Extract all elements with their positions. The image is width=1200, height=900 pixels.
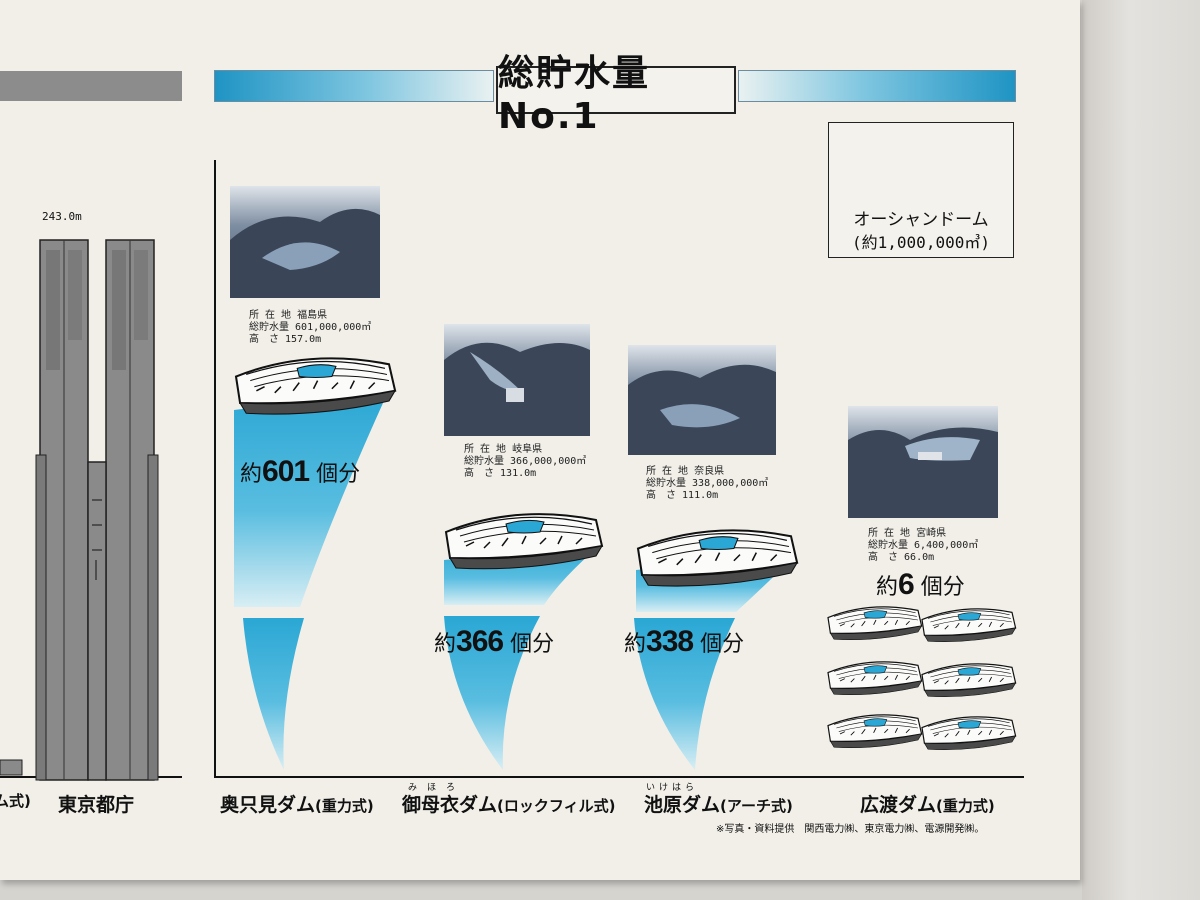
dam-volume: 601,000,000㎥ [295, 322, 372, 333]
photo-miboro [444, 324, 590, 436]
dam-type: (重力式) [936, 797, 995, 815]
dam-volume: 366,000,000㎥ [510, 456, 587, 467]
count-suffix: 個分 [700, 632, 745, 657]
dam-height: 66.0m [904, 552, 935, 563]
photo-credit: ※写真・資料提供 関西電力㈱、東京電力㈱、電源開発㈱。 [716, 824, 985, 835]
info-label-height: 高 さ [868, 552, 898, 563]
tower-height-label: 243.0m [42, 210, 82, 223]
dam-type: (重力式) [315, 797, 374, 815]
photo-hirodo [848, 406, 998, 518]
stadium-dome-ikehara [636, 529, 799, 588]
stadium-dome-grid-hirodo [827, 606, 1017, 751]
dam-location: 奈良県 [694, 466, 725, 477]
count-suffix: 個分 [510, 632, 555, 657]
count-suffix: 個分 [920, 575, 965, 600]
dam-info-ikehara: 所 在 地 奈良県 総貯水量 338,000,000㎥ 高 さ 111.0m [646, 466, 768, 502]
tower-name: 東京都庁 [58, 794, 135, 816]
info-label-location: 所 在 地 [464, 444, 507, 455]
dam-name: 御母衣ダム [402, 794, 498, 816]
water-volume-shape-okutadami [234, 392, 388, 770]
dam-name: 奥只見ダム [220, 794, 316, 816]
dam-name: 広渡ダム [860, 794, 937, 816]
dam-type: (ロックフィル式) [497, 797, 616, 815]
dam-name-hirodo: 広渡ダム(重力式) [860, 790, 995, 817]
ocean-dome-capacity: (約1,000,000㎥) [852, 233, 990, 252]
info-label-height: 高 さ [646, 490, 676, 501]
count-number: 601 [262, 455, 310, 488]
dam-name: 池原ダム [644, 794, 721, 816]
dam-height: 131.0m [500, 468, 537, 479]
count-prefix: 約 [876, 575, 899, 600]
background-wall [1082, 0, 1200, 900]
dam-name-ikehara: 池原ダム(アーチ式) [644, 790, 793, 817]
info-label-volume: 総貯水量 [464, 456, 504, 467]
dam-height: 111.0m [682, 490, 719, 501]
dam-location: 宮崎県 [916, 528, 947, 539]
count-prefix: 約 [240, 462, 263, 487]
page-title: 総貯水量No.1 [496, 53, 736, 137]
count-prefix: 約 [434, 632, 457, 657]
dam-count-hirodo: 約6 個分 [876, 568, 965, 602]
dam-ruby-ikehara: いけはら [646, 783, 699, 793]
count-prefix: 約 [624, 632, 647, 657]
header-band-gray [0, 71, 182, 101]
info-label-volume: 総貯水量 [249, 322, 289, 333]
dam-info-hirodo: 所 在 地 宮崎県 総貯水量 6,400,000㎥ 高 さ 66.0m [868, 528, 978, 564]
info-label-height: 高 さ [464, 468, 494, 479]
photo-okutadami [230, 186, 380, 298]
prev-item-label-fragment: ム式) [0, 792, 31, 810]
dam-count-okutadami: 約601 個分 [240, 455, 360, 489]
water-volume-shape-ikehara [634, 555, 796, 770]
dam-volume: 338,000,000㎥ [692, 478, 769, 489]
info-label-volume: 総貯水量 [646, 478, 686, 489]
dam-name-miboro: 御母衣ダム(ロックフィル式) [402, 790, 615, 817]
dam-location: 岐阜県 [512, 444, 543, 455]
dam-ruby-miboro: みほろ [408, 783, 466, 793]
info-label-volume: 総貯水量 [868, 540, 908, 551]
info-label-height: 高 さ [249, 334, 279, 345]
dam-height: 157.0m [285, 334, 322, 345]
count-number: 6 [898, 568, 915, 601]
info-label-location: 所 在 地 [868, 528, 911, 539]
dam-count-miboro: 約366 個分 [434, 625, 554, 659]
header-band-right [738, 70, 1016, 102]
photo-ikehara [628, 345, 776, 455]
dam-name-okutadami: 奥只見ダム(重力式) [220, 790, 374, 817]
dam-info-miboro: 所 在 地 岐阜県 総貯水量 366,000,000㎥ 高 さ 131.0m [464, 444, 586, 480]
dam-volume: 6,400,000㎥ [914, 540, 979, 551]
count-number: 366 [456, 625, 504, 658]
dam-location: 福島県 [297, 310, 328, 321]
dam-type: (アーチ式) [720, 797, 793, 815]
dam-count-ikehara: 約338 個分 [624, 625, 744, 659]
header-band-left [214, 70, 494, 102]
tokyo-tower-building [0, 239, 159, 781]
page-title-text: 総貯水量No.1 [498, 52, 651, 137]
info-label-location: 所 在 地 [646, 466, 689, 477]
dam-info-okutadami: 所 在 地 福島県 総貯水量 601,000,000㎥ 高 さ 157.0m [249, 310, 371, 346]
count-number: 338 [646, 625, 694, 658]
info-label-location: 所 在 地 [249, 310, 292, 321]
count-suffix: 個分 [316, 462, 361, 487]
ocean-dome-name: オーシャンドーム [853, 210, 989, 230]
ocean-dome-box: オーシャンドーム (約1,000,000㎥) [828, 122, 1014, 258]
